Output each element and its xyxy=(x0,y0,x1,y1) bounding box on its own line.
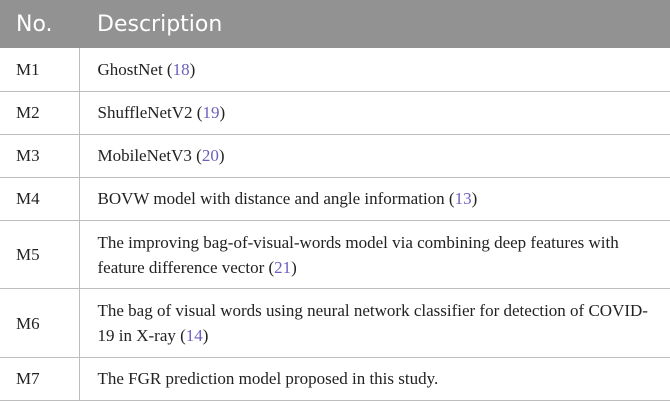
row-description: The improving bag-of-visual-words model … xyxy=(79,220,670,290)
description-close: ) xyxy=(202,326,209,346)
table-row: M1 GhostNet (18) xyxy=(0,48,670,92)
column-header-description: Description xyxy=(97,11,223,37)
description-text: MobileNetV3 ( xyxy=(97,146,202,166)
row-description: MobileNetV3 (20) xyxy=(79,134,670,178)
row-number: M4 xyxy=(0,177,80,222)
reference-link[interactable]: 13 xyxy=(454,189,472,209)
row-description: The FGR prediction model proposed in thi… xyxy=(79,357,670,401)
description-close: ) xyxy=(218,146,225,166)
reference-link[interactable]: 21 xyxy=(274,257,292,277)
description-text: GhostNet ( xyxy=(97,59,173,79)
description-close: ) xyxy=(291,257,297,277)
row-description: GhostNet (18) xyxy=(79,48,670,92)
description-text: The bag of visual words using neural net… xyxy=(97,301,648,346)
description-text: The improving bag-of-visual-words model … xyxy=(97,232,619,277)
reference-link[interactable]: 14 xyxy=(185,326,203,346)
description-close: ) xyxy=(219,103,226,123)
row-number: M5 xyxy=(0,220,80,290)
row-number: M3 xyxy=(0,134,80,178)
description-text: The FGR prediction model proposed in thi… xyxy=(97,369,439,389)
table-header-row: No. Description xyxy=(0,0,670,48)
table-row: M4 BOVW model with distance and angle in… xyxy=(0,177,670,222)
row-number: M7 xyxy=(0,357,80,401)
table-row: M5 The improving bag-of-visual-words mod… xyxy=(0,220,670,290)
row-description: ShuffleNetV2 (19) xyxy=(79,91,670,135)
description-close: ) xyxy=(471,189,478,209)
reference-link[interactable]: 20 xyxy=(201,146,219,166)
row-number: M1 xyxy=(0,48,80,92)
row-description: BOVW model with distance and angle infor… xyxy=(79,177,670,222)
description-text: BOVW model with distance and angle infor… xyxy=(97,189,455,209)
row-number: M6 xyxy=(0,288,80,358)
row-number: M2 xyxy=(0,91,80,135)
table-row: M6 The bag of visual words using neural … xyxy=(0,288,670,358)
description-text: ShuffleNetV2 ( xyxy=(97,103,203,123)
reference-link[interactable]: 18 xyxy=(172,59,190,79)
table-row: M3 MobileNetV3 (20) xyxy=(0,134,670,178)
reference-link[interactable]: 19 xyxy=(202,103,220,123)
table-row: M2 ShuffleNetV2 (19) xyxy=(0,91,670,135)
row-description: The bag of visual words using neural net… xyxy=(79,288,670,358)
table-row: M7 The FGR prediction model proposed in … xyxy=(0,357,670,401)
column-header-no: No. xyxy=(16,11,53,37)
description-close: ) xyxy=(189,59,196,79)
